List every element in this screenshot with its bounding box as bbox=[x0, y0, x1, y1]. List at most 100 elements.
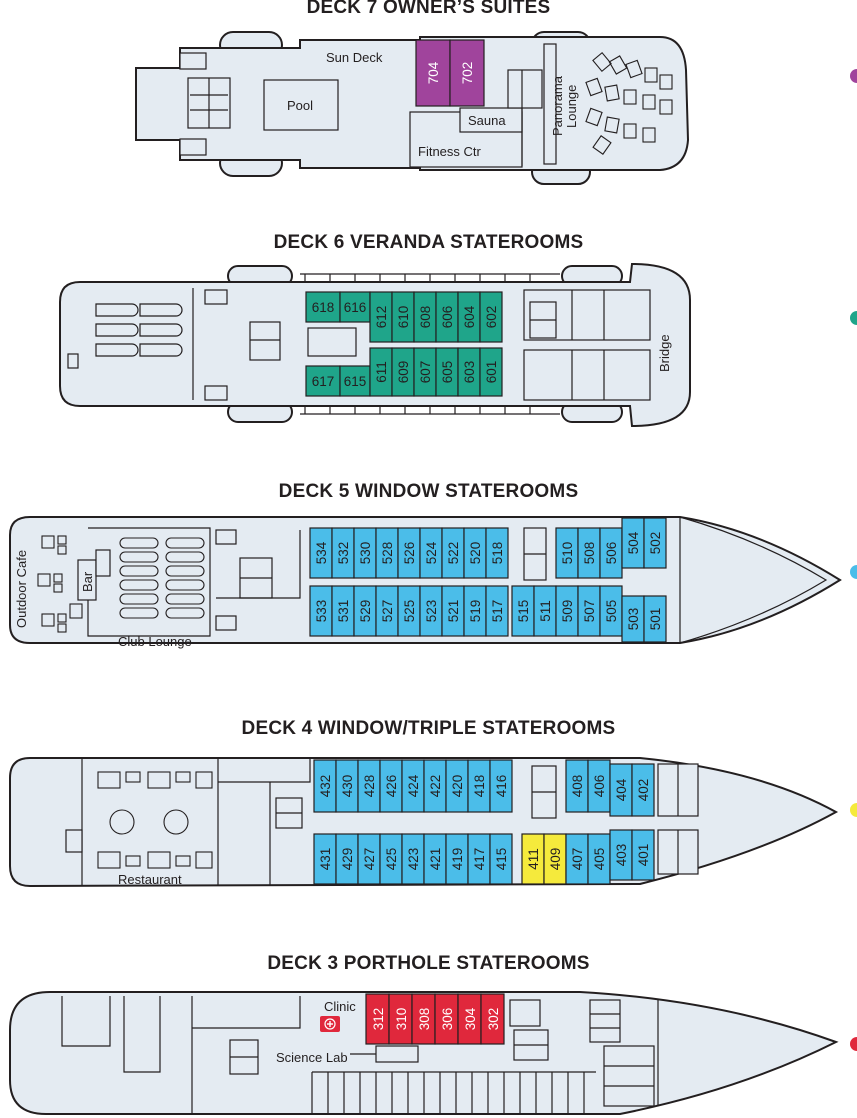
deck5-cabin-labels-bottom: 533 531 529 527 525 523 521 519 517 515 … bbox=[314, 600, 663, 631]
cabin-label: 408 bbox=[570, 775, 585, 798]
outdoor-cafe-label: Outdoor Cafe bbox=[14, 550, 29, 628]
legend-dot-porthole bbox=[850, 1037, 857, 1051]
cabin-label: 507 bbox=[582, 600, 597, 623]
cabin-label: 415 bbox=[494, 848, 509, 871]
cabin-label: 702 bbox=[460, 62, 475, 85]
deck3-plan: 312 310 308 306 304 302 Clinic Science L… bbox=[9, 991, 839, 1115]
pool-label: Pool bbox=[287, 98, 313, 113]
cabin-label: 420 bbox=[450, 775, 465, 798]
cabin-label: 612 bbox=[374, 306, 389, 329]
deck4-cabins-bottom bbox=[313, 829, 655, 885]
cabin-label: 611 bbox=[374, 361, 389, 383]
cabin-label: 522 bbox=[446, 542, 461, 565]
cabin-label: 505 bbox=[604, 600, 619, 623]
cabin-label: 503 bbox=[626, 608, 641, 631]
cabin-label: 424 bbox=[406, 774, 421, 797]
cabin-label: 418 bbox=[472, 775, 487, 798]
deck6-title: DECK 6 VERANDA STATEROOMS bbox=[273, 232, 584, 253]
cabin-label: 302 bbox=[486, 1008, 501, 1031]
cabin-label: 616 bbox=[344, 300, 367, 315]
cabin-label: 304 bbox=[463, 1007, 478, 1030]
cabin-label: 429 bbox=[340, 848, 355, 871]
cabin-label: 704 bbox=[426, 61, 441, 84]
cabin-label: 528 bbox=[380, 542, 395, 565]
cabin-label: 306 bbox=[440, 1008, 455, 1031]
restaurant-label: Restaurant bbox=[118, 872, 182, 887]
deck4-cabin-labels-bottom: 431 429 427 425 423 421 419 417 415 411 … bbox=[318, 844, 651, 871]
cabin-label: 310 bbox=[394, 1008, 409, 1031]
cabin-label: 401 bbox=[636, 844, 651, 867]
fitness-center-label: Fitness Ctr bbox=[418, 144, 482, 159]
cabin-label: 529 bbox=[358, 600, 373, 623]
lounge-label: Lounge bbox=[564, 85, 579, 128]
deck3-title: DECK 3 PORTHOLE STATEROOMS bbox=[267, 953, 590, 974]
deck5-cabins-bottom bbox=[309, 585, 667, 643]
legend-dot-window bbox=[850, 565, 857, 579]
cabin-label: 515 bbox=[516, 600, 531, 623]
sun-deck-label: Sun Deck bbox=[326, 50, 383, 65]
science-lab-label: Science Lab bbox=[276, 1050, 348, 1065]
cabin-label: 431 bbox=[318, 848, 333, 871]
cabin-label: 523 bbox=[424, 600, 439, 623]
deck5-cabins-top bbox=[309, 517, 667, 579]
cabin-label: 524 bbox=[424, 541, 439, 564]
cabin-label: 432 bbox=[318, 775, 333, 798]
cabin-label: 509 bbox=[560, 600, 575, 623]
cabin-label: 312 bbox=[371, 1008, 386, 1031]
club-lounge-label: Club Lounge bbox=[118, 634, 192, 649]
cabin-label: 617 bbox=[312, 374, 335, 389]
deck6-plan: 618 616 612 610 608 606 604 602 617 615 … bbox=[59, 262, 691, 428]
cabin-label: 534 bbox=[314, 541, 329, 564]
cabin-label: 615 bbox=[344, 374, 367, 389]
cabin-label: 604 bbox=[462, 305, 477, 328]
legend-dot-owner-suite bbox=[850, 69, 857, 83]
bar-label: Bar bbox=[80, 571, 95, 592]
cabin-label: 511 bbox=[538, 600, 553, 622]
deck7-title: DECK 7 OWNER’S SUITES bbox=[306, 0, 551, 18]
cabin-label: 607 bbox=[418, 361, 433, 384]
cabin-label: 425 bbox=[384, 848, 399, 871]
cabin-label: 421 bbox=[428, 848, 443, 871]
cabin-label: 531 bbox=[336, 600, 351, 623]
cabin-label: 510 bbox=[560, 542, 575, 565]
cabin-label: 532 bbox=[336, 542, 351, 565]
deck4-title: DECK 4 WINDOW/TRIPLE STATEROOMS bbox=[241, 718, 616, 739]
deck6-cabins-bottom: 617 615 611 609 607 605 603 601 bbox=[305, 347, 503, 397]
cabin-label: 504 bbox=[626, 531, 641, 554]
cabin-label: 530 bbox=[358, 542, 373, 565]
deck3-cabin-labels: 312 310 308 306 304 302 bbox=[371, 1007, 501, 1030]
cabin-label: 407 bbox=[570, 848, 585, 871]
cabin-label: 501 bbox=[648, 608, 663, 631]
deck5-plan: 534 532 530 528 526 524 522 520 518 510 … bbox=[9, 516, 842, 649]
cabin-label: 610 bbox=[396, 306, 411, 329]
deck3-cabins bbox=[365, 993, 505, 1045]
cabin-label: 518 bbox=[490, 542, 505, 565]
cabin-label: 428 bbox=[362, 775, 377, 798]
cabin-label: 618 bbox=[312, 300, 335, 315]
cabin-label: 601 bbox=[484, 361, 499, 384]
cabin-label: 404 bbox=[614, 778, 629, 801]
deck4-plan: 432 430 428 426 424 422 420 418 416 408 … bbox=[9, 757, 839, 888]
cabin-label: 506 bbox=[604, 542, 619, 565]
deck6-cabins-top: 618 616 612 610 608 606 604 602 bbox=[305, 291, 503, 343]
cabin-label: 430 bbox=[340, 775, 355, 798]
cabin-label: 402 bbox=[636, 779, 651, 802]
cabin-label: 517 bbox=[490, 600, 505, 623]
clinic-label: Clinic bbox=[324, 999, 356, 1014]
cabin-label: 502 bbox=[648, 532, 663, 555]
cabin-label: 419 bbox=[450, 848, 465, 871]
deck5-title: DECK 5 WINDOW STATEROOMS bbox=[278, 481, 579, 502]
cabin-label: 519 bbox=[468, 600, 483, 623]
legend-dot-triple bbox=[850, 803, 857, 817]
cabin-label: 603 bbox=[462, 361, 477, 384]
deck4-cabins-top bbox=[313, 759, 655, 817]
cabin-label: 533 bbox=[314, 600, 329, 623]
deck5-cabin-labels-top: 534 532 530 528 526 524 522 520 518 510 … bbox=[314, 531, 663, 564]
cabin-label: 525 bbox=[402, 600, 417, 623]
cabin-label: 409 bbox=[548, 848, 563, 871]
cabin-label: 403 bbox=[614, 844, 629, 867]
cabin-label: 406 bbox=[592, 775, 607, 798]
deck4-cabin-labels-top: 432 430 428 426 424 422 420 418 416 408 … bbox=[318, 774, 651, 801]
cabin-label: 520 bbox=[468, 542, 483, 565]
